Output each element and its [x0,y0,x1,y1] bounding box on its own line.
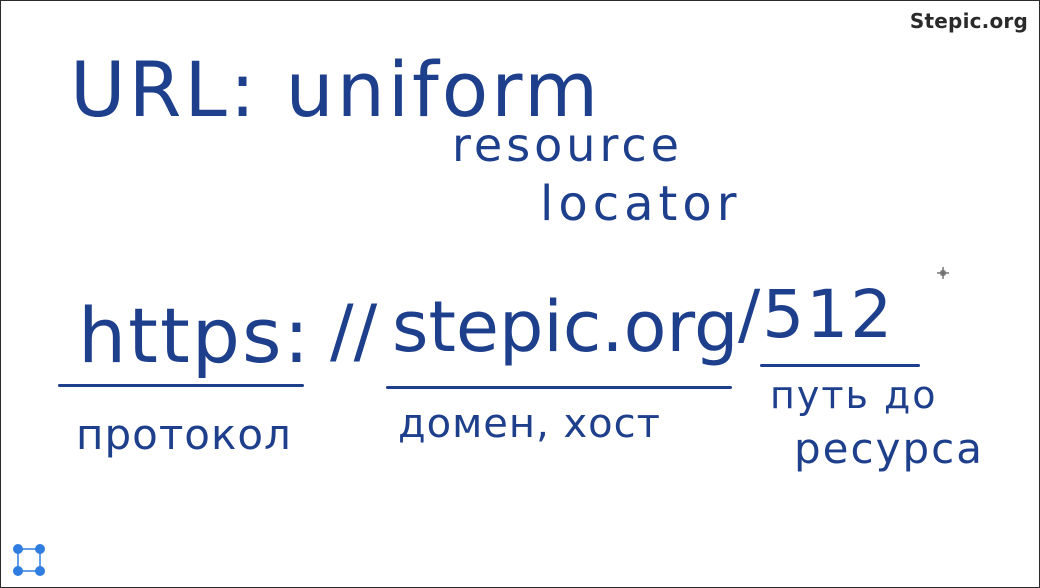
url-protocol: https: [78,291,312,380]
url-path: /512 [738,276,895,353]
url-separator: // [330,290,378,372]
underline-protocol [58,384,304,387]
title-line-1: URL: uniform [70,45,602,134]
title-line-3: locator [540,176,742,232]
title-line-2: resource [452,118,683,172]
underline-path [760,364,920,367]
url-domain: stepic.org [392,286,739,368]
brand-logo: Stepic.org [909,9,1028,33]
crosshair-cursor-icon [937,267,949,279]
underline-domain [386,386,732,389]
label-protocol: протокол [76,410,292,459]
fit-to-screen-icon[interactable] [12,543,46,577]
label-domain: домен, хост [398,401,661,447]
label-path-2: ресурса [794,424,984,473]
label-path-1: путь до [770,373,938,417]
